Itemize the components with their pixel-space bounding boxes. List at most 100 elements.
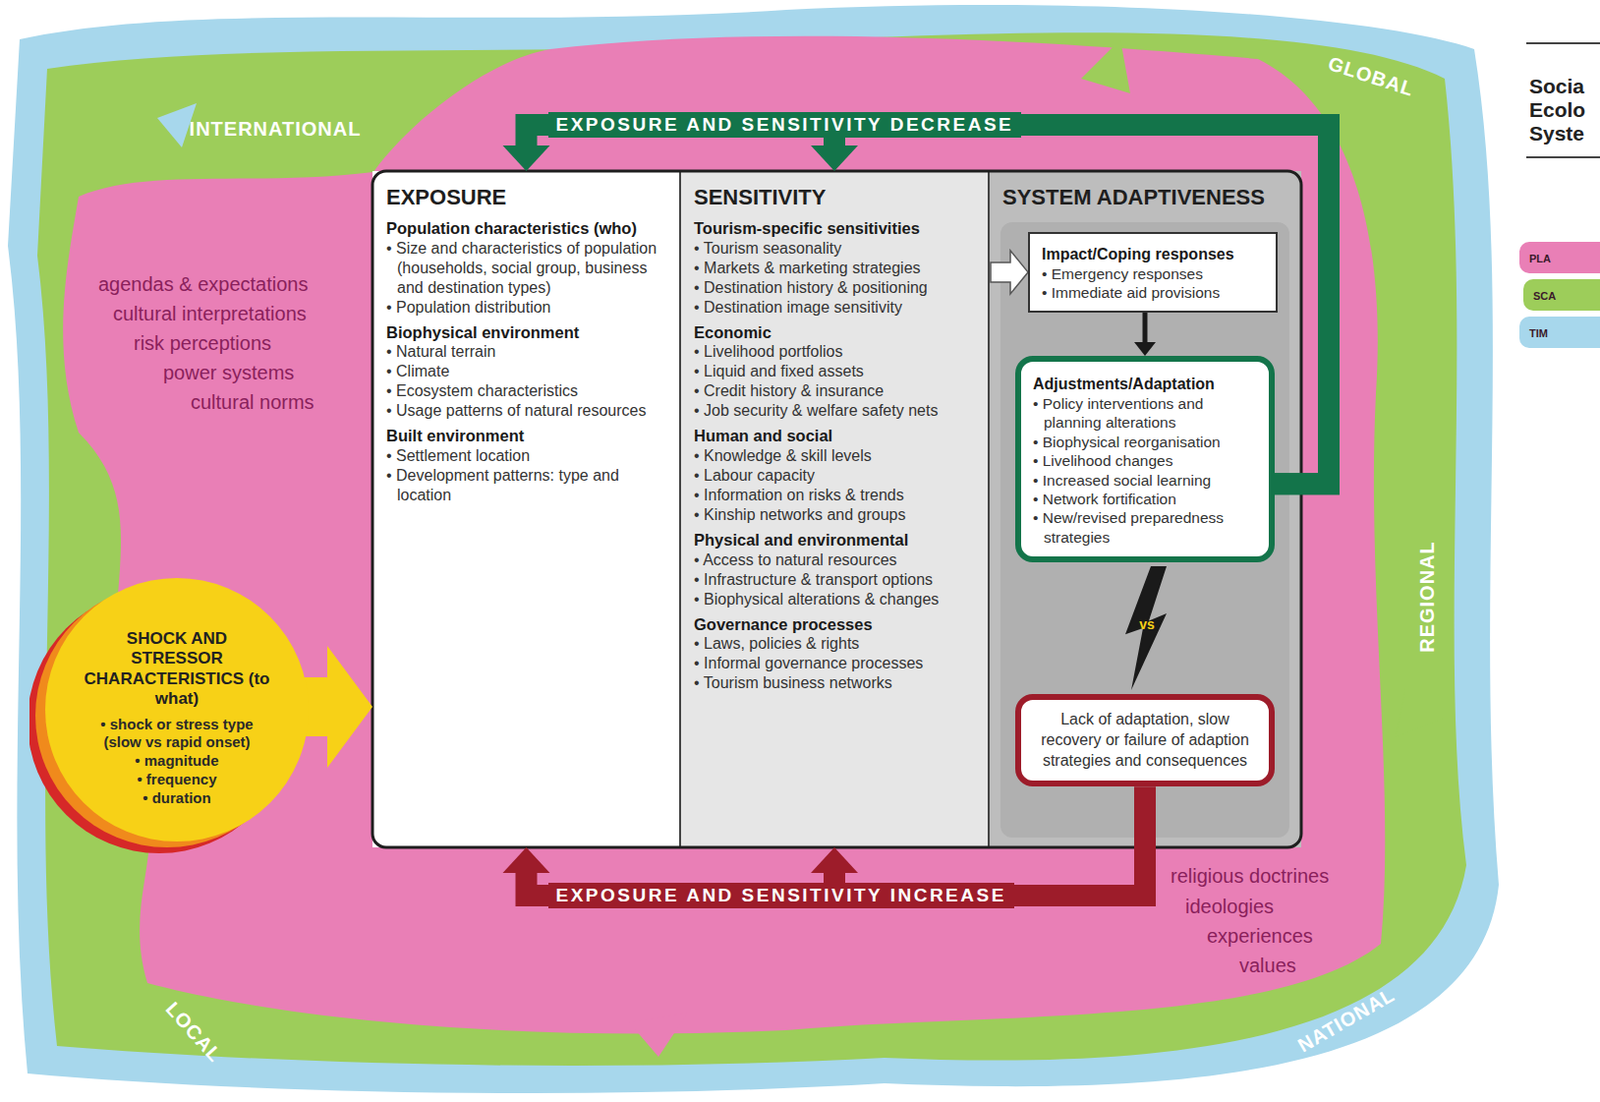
shock-text-block: SHOCK AND STRESSOR CHARACTERISTICS (to w…	[80, 628, 274, 807]
failure-box: Lack of adaptation, slow recovery or fai…	[1015, 693, 1275, 787]
bullet-item: • Policy interventions and planning alte…	[1032, 394, 1259, 433]
node-text: Lack of adaptation, slow recovery or fai…	[1032, 709, 1258, 771]
bullet-item: • Population distribution	[386, 297, 669, 318]
connector-line	[526, 786, 1146, 896]
adaptation-box: Adjustments/Adaptation• Policy intervent…	[1015, 355, 1275, 563]
connector	[990, 250, 1029, 294]
bullet-item: • Immediate aid provisions	[1041, 283, 1266, 302]
adaptiveness-ground	[988, 171, 1302, 848]
bullet-item: • Tourism seasonality	[693, 238, 977, 259]
arrow-head	[503, 847, 551, 873]
block-arrow	[990, 250, 1029, 294]
scale-arrow	[1395, 687, 1445, 738]
shock-circle-shape	[29, 568, 315, 854]
connector	[503, 786, 1146, 896]
scale-label: GLOBAL	[1324, 52, 1417, 102]
context-label: cultural norms	[190, 391, 315, 414]
node-heading: SHOCK AND STRESSOR CHARACTERISTICS (to w…	[80, 628, 274, 710]
column-heading: EXPOSURE	[386, 184, 669, 211]
bullet-item: • Knowledge & skill levels	[693, 446, 977, 466]
adaptiveness-column: SYSTEM ADAPTIVENESSImpact/Coping respons…	[988, 171, 1302, 848]
connector	[1134, 312, 1156, 356]
connector	[1125, 566, 1167, 690]
bullet-item: • Development patterns: type and locatio…	[386, 465, 669, 506]
subheading: Economic	[693, 322, 977, 343]
time-blob	[7, 4, 1499, 1093]
column-heading: SENSITIVITY	[693, 184, 977, 211]
subheading: Governance processes	[693, 614, 977, 635]
arrow-head	[810, 145, 858, 172]
legend-title: Socia Ecolo Syste	[1529, 74, 1586, 146]
scale-blob	[37, 32, 1467, 1066]
legend-text: TIM	[1529, 327, 1548, 340]
bullet-item: • Credit history & insurance	[693, 381, 977, 401]
arrow-head	[810, 847, 858, 873]
bullet-item: • Liquid and fixed assets	[693, 361, 977, 382]
subheading: Impact/Coping responses	[1041, 244, 1266, 265]
scale-label: LOCAL	[161, 997, 228, 1067]
bullet-item: • Labour capacity	[693, 465, 977, 486]
subheading: Population characteristics (who)	[386, 218, 669, 239]
column-divider	[987, 171, 990, 848]
bullet-item: • Job security & welfare safety nets	[693, 400, 977, 421]
scale-arrow	[1081, 39, 1131, 94]
panel-outline	[372, 171, 1302, 848]
context-label: risk perceptions	[133, 332, 272, 355]
subheading: Physical and environmental	[693, 529, 977, 551]
bullet-item: • Informal governance processes	[693, 653, 977, 674]
legend-swatch: PLA	[1519, 241, 1600, 274]
place-arrow	[628, 1012, 688, 1057]
bullet-item: • Biophysical alterations & changes	[693, 589, 977, 610]
arrow-head	[503, 145, 551, 172]
context-label: power systems	[163, 361, 294, 385]
bullet-item: • Size and characteristics of population…	[386, 238, 669, 298]
coping-box: Impact/Coping responses• Emergency respo…	[1028, 231, 1278, 313]
bullet-item: • Information on risks & trends	[693, 485, 977, 506]
subheading: Built environment	[386, 425, 669, 447]
bullet-item: • Livelihood portfolios	[693, 342, 977, 362]
bullet-item: • shock or stress type (slow vs rapid on…	[80, 715, 274, 753]
subheading: Human and social	[693, 425, 977, 447]
band-label: EXPOSURE AND SENSITIVITY INCREASE	[548, 882, 1015, 909]
bullet-item: • Network fortification	[1032, 489, 1259, 509]
bullet-item: • Climate	[386, 361, 669, 382]
legend-text: SCA	[1533, 289, 1556, 302]
bullet-item: • Laws, policies & rights	[693, 633, 977, 654]
bullet-item: • magnitude	[80, 751, 274, 771]
legend-swatch: TIM	[1519, 316, 1600, 348]
bullet-item: • Kinship networks and groups	[693, 505, 977, 525]
sensitivity-column: SENSITIVITY Tourism-specific sensitivitie…	[680, 171, 989, 848]
bullet-item: • Settlement location	[386, 446, 669, 466]
bullet-item: • Emergency responses	[1041, 264, 1266, 284]
subheading: Tourism-specific sensitivities	[693, 218, 977, 239]
bullet-item: • New/revised preparedness strategies	[1032, 508, 1259, 547]
context-label: values	[1239, 954, 1297, 977]
sensitivity-ground	[680, 171, 989, 848]
context-label: experiences	[1206, 924, 1314, 948]
bullet-item: • duration	[80, 789, 274, 808]
connector-line	[834, 786, 1145, 896]
bullet-item: • Natural terrain	[386, 342, 669, 362]
legend-swatch: SCA	[1523, 279, 1600, 311]
context-label: ideologies	[1185, 895, 1274, 918]
bullet-item: • frequency	[80, 770, 274, 790]
bullet-item: • Infrastructure & transport options	[693, 570, 977, 590]
arrow-head	[1134, 342, 1156, 356]
scale-label: NATIONAL	[1294, 983, 1400, 1058]
place-blob	[62, 36, 1385, 1034]
connector-line	[1142, 312, 1148, 344]
legend-rule	[1526, 156, 1600, 159]
bullet-item: • Usage patterns of natural resources	[386, 400, 669, 421]
context-label: cultural interpretations	[113, 302, 307, 326]
versus-label: vs	[1139, 616, 1155, 632]
bullet-item: • Markets & marketing strategies	[693, 258, 977, 279]
adaptiveness-inner	[1000, 222, 1290, 838]
band-label: EXPOSURE AND SENSITIVITY DECREASE	[548, 112, 1023, 138]
connector	[810, 786, 1145, 896]
bullet-item: • Destination history & positioning	[693, 278, 977, 298]
exposure-ground	[372, 171, 681, 848]
column-divider	[679, 171, 682, 848]
bullet-item: • Ecosystem characteristics	[386, 381, 669, 401]
subheading: Biophysical environment	[386, 322, 669, 343]
